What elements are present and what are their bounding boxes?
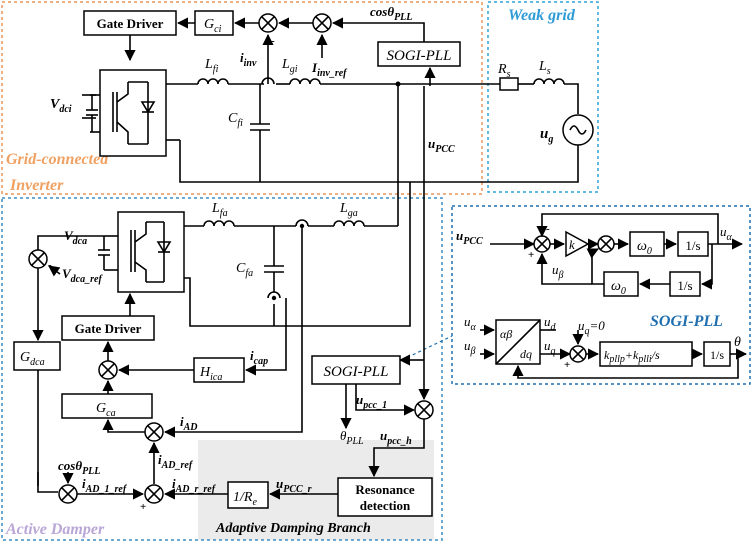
sogi-integrator-1 — [677, 231, 709, 257]
weak-grid-frame — [487, 1, 599, 193]
inverter-region-label-2: Inverter — [9, 177, 64, 194]
pll-theta-out: θ — [734, 335, 741, 350]
upcc-label: uPCC — [428, 136, 455, 155]
hica-block — [193, 357, 245, 383]
cfa-label: Cfa — [236, 261, 253, 279]
inductor-ls — [533, 78, 565, 85]
sogi-integrator-1-label: 1/s — [685, 238, 700, 253]
resonance-label-2: detection — [360, 498, 411, 513]
one-over-re-block — [227, 481, 269, 509]
gca-label: Gca — [96, 401, 116, 419]
sogi-pll-detail-frame — [451, 205, 751, 385]
damper-current-sensor — [295, 219, 309, 227]
weak-grid-label: Weak grid — [508, 7, 576, 24]
sogi-ualpha: uα — [720, 224, 733, 243]
pll-integrator — [703, 341, 731, 367]
active-damper-frame — [1, 197, 443, 541]
inductor-lgi — [289, 78, 321, 85]
sogi-pll-top — [377, 41, 461, 67]
inductor-lga — [333, 220, 365, 227]
grid-connected-inverter-frame — [1, 1, 483, 195]
iad-label: iAD — [180, 414, 198, 433]
uq-zero-label: uq=0 — [578, 318, 605, 337]
ls-label: Ls — [538, 59, 551, 77]
gca-block — [61, 393, 153, 419]
iad-ref-label: iAD_ref — [158, 452, 194, 471]
iad-r-ref-label: iAD_r_ref — [172, 476, 217, 495]
sogi-pll-top-label: SOGI-PLL — [386, 48, 451, 64]
pi-label: kpllp+kplli/s — [604, 348, 660, 365]
sogi-integrator-2-label: 1/s — [677, 278, 692, 293]
sogi-pll-bottom-label: SOGI-PLL — [323, 364, 388, 380]
park-ab-label: αβ — [500, 327, 512, 341]
upcc-r-label: uPCC_r — [276, 476, 312, 495]
sogi-omega-1 — [629, 231, 665, 257]
gate-driver-bottom-label: Gate Driver — [75, 321, 142, 336]
vdci-label: Vdci — [50, 97, 72, 115]
sogi-plus-1: + — [528, 249, 534, 261]
sogi-ubeta: uβ — [552, 262, 564, 281]
active-damper-label: Active Damper — [5, 521, 105, 538]
sogi-omega-1-label: ω0 — [637, 239, 652, 257]
park-ud: ud — [544, 314, 557, 333]
sogi-minus-1: - — [546, 223, 550, 235]
gate-driver-top-label: Gate Driver — [97, 16, 164, 31]
pll-integrator-label: 1/s — [710, 348, 724, 362]
icap-label: icap — [250, 348, 268, 367]
theta-pll-label: θPLL — [340, 428, 364, 447]
inductor-current-sensor — [261, 77, 275, 85]
iad1-ref-label: iAD_1_ref — [82, 476, 128, 495]
resonance-detection-block — [337, 477, 433, 517]
sogi-gain-k — [565, 230, 590, 258]
i-inv-label: iinv — [240, 50, 257, 69]
gdca-label: Gdca — [20, 350, 45, 368]
one-over-re-label: 1/Re — [233, 490, 257, 508]
gci-block — [194, 10, 234, 36]
sogi-pll-region-label: SOGI-PLL — [650, 313, 723, 330]
park-ubeta-in: uβ — [464, 338, 476, 357]
ug-label: ug — [540, 126, 553, 145]
cos-theta-damper: cosθPLL — [58, 458, 100, 477]
lfi-label: Lfi — [204, 57, 219, 75]
i-inv-ref-label: Iinv_ref — [311, 60, 348, 79]
sogi-k-label: k — [569, 237, 575, 252]
resonance-label-1: Resonance — [355, 482, 414, 497]
vdca-label: Vdca — [64, 228, 87, 247]
upcc1-label: upcc_1 — [356, 392, 387, 411]
sogi-omega-2 — [603, 271, 639, 297]
cfi-label: Cfi — [228, 111, 243, 129]
plus-iadref: + — [140, 501, 146, 513]
gate-driver-bottom — [61, 315, 155, 341]
inductor-lfa — [203, 220, 235, 227]
adaptive-damping-label: Adaptive Damping Branch — [215, 521, 371, 536]
sogi-zoom-line — [401, 335, 453, 361]
park-ualpha-in: uα — [464, 314, 477, 333]
minus-vdc: - — [48, 259, 52, 271]
lgi-label: Lgi — [281, 57, 298, 75]
inverter-region-label-1: Grid-connected — [6, 151, 109, 168]
cos-theta-top: cosθPLL — [370, 4, 412, 23]
upcc-h-label: upcc_h — [380, 428, 412, 447]
sogi-upcc-input: uPCC — [456, 228, 483, 247]
lga-label: Lga — [339, 201, 358, 219]
plus-sign-inv: - — [271, 35, 275, 47]
inductor-lfi — [197, 78, 229, 85]
vdca-ref-label: Vdca_ref — [62, 266, 103, 285]
sogi-omega-2-label: ω0 — [611, 279, 626, 297]
park-dq-label: dq — [520, 347, 532, 361]
sogi-pll-bottom — [311, 355, 401, 385]
gci-label: Gci — [204, 17, 222, 35]
inverter-bridge — [99, 69, 167, 157]
rs-label: Rs — [497, 62, 511, 80]
cap-current-sensor — [267, 291, 281, 299]
hica-label: Hica — [199, 365, 222, 383]
gdca-block — [13, 341, 61, 371]
pll-plus: + — [564, 359, 570, 371]
park-uq: uq — [544, 338, 556, 357]
lfa-label: Lfa — [211, 201, 228, 219]
damper-bridge — [117, 211, 185, 293]
